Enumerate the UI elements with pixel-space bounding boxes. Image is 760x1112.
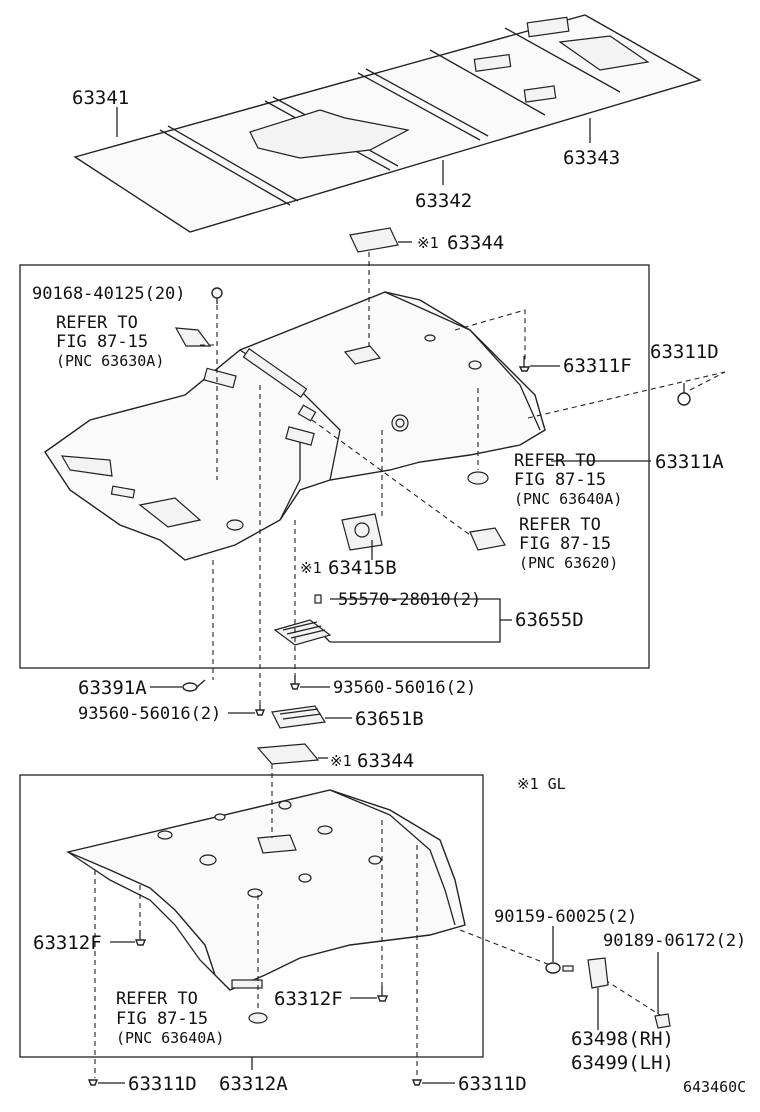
label-90168: 90168-40125(20) (32, 284, 186, 304)
label-ref2-l1: REFER TO (514, 451, 596, 471)
grille-63655D (273, 619, 332, 646)
label-63391A: 63391A (78, 677, 147, 699)
label-63311D-br: 63311D (458, 1073, 527, 1095)
bolt-63312F-mid (376, 986, 389, 1002)
screw-93560-b (254, 705, 266, 716)
label-ref1-l1: REFER TO (56, 313, 138, 333)
headliner-body (44, 291, 546, 561)
rear-headliner-cutout (257, 834, 297, 854)
pad-seam-1 (159, 129, 291, 206)
screw-63311D-bl (87, 1079, 99, 1086)
label-90189: 90189-06172(2) (603, 931, 746, 951)
rear-headliner-body (65, 789, 466, 991)
pad-outline (73, 14, 702, 233)
label-ref4-l2: FIG 87-15 (116, 1009, 208, 1029)
label-63312F-mid: 63312F (274, 988, 343, 1010)
label-63311F: 63311F (563, 355, 632, 377)
screw-93560-a (289, 675, 301, 690)
label-63311D-right: 63311D (650, 341, 719, 363)
label-ref4-l1: REFER TO (116, 989, 198, 1009)
pad-63344-top (349, 227, 399, 253)
label-93560-b: 93560-56016(2) (78, 704, 221, 724)
label-63342: 63342 (415, 190, 472, 212)
label-63344-top: 63344 (447, 232, 504, 254)
clip-63640A-lower (248, 1012, 268, 1024)
label-gl-note: ※1 GL (517, 775, 566, 793)
bracket-63498 (587, 957, 609, 1030)
label-figure-code: 643460C (683, 1078, 746, 1096)
label-63343: 63343 (563, 147, 620, 169)
pad-63344-mid (256, 743, 320, 765)
headliner-visor-left (60, 455, 113, 477)
label-63499: 63499(LH) (571, 1052, 674, 1074)
pad-cutout-rear (558, 35, 650, 71)
lamp-ref-63630A (174, 327, 212, 347)
label-63498: 63498(RH) (571, 1028, 674, 1050)
label-63344-mid: 63344 (357, 750, 414, 772)
headliner-cutout-center (343, 345, 382, 365)
clip-63391A (182, 679, 206, 692)
label-63311A: 63311A (655, 451, 724, 473)
label-ref1-l2: FIG 87-15 (56, 332, 148, 352)
pad-seam-3 (357, 72, 481, 141)
screw-63311D-br (411, 1079, 423, 1086)
headliner-63311A (44, 291, 546, 561)
headliner-pad-assembly (73, 14, 702, 233)
label-63655D: 63655D (515, 609, 584, 631)
label-ref4-l3: (PNC 63640A) (116, 1029, 224, 1047)
label-63311D-bl: 63311D (128, 1073, 197, 1095)
clip-90168 (211, 287, 223, 299)
lamp-ref-63620 (469, 527, 506, 551)
headliner-visor-right (138, 497, 202, 528)
label-ref3-l1: REFER TO (519, 515, 601, 535)
label-mark1-top: ※1 (417, 234, 439, 252)
upper-group-frame (19, 264, 650, 669)
label-ref1-l3: (PNC 63630A) (56, 352, 164, 370)
clip-90159 (545, 926, 561, 974)
pad-cutout-center (249, 109, 410, 159)
label-63341: 63341 (72, 87, 129, 109)
label-90159: 90159-60025(2) (494, 907, 637, 927)
bolt-63312F-left (134, 930, 147, 946)
label-ref3-l2: FIG 87-15 (519, 534, 611, 554)
clip-63640A-upper (467, 471, 489, 485)
screw-63311D-right (677, 383, 691, 406)
speaker-63415B (341, 513, 383, 551)
label-mark1-mid: ※1 (330, 752, 352, 770)
label-ref2-l3: (PNC 63640A) (514, 490, 622, 508)
label-63312F-left: 63312F (33, 932, 102, 954)
bolt-63311F (518, 356, 531, 372)
screw-55570 (314, 594, 322, 604)
label-55570: 55570-28010(2) (338, 590, 481, 610)
clip-90189 (654, 952, 671, 1029)
label-ref2-l2: FIG 87-15 (514, 470, 606, 490)
label-63415B: 63415B (328, 557, 397, 579)
headliner-63312A (65, 789, 466, 991)
label-mark1-63415: ※1 (300, 559, 322, 577)
label-93560-a: 93560-56016(2) (333, 678, 476, 698)
label-63651B: 63651B (355, 708, 424, 730)
label-ref3-l3: (PNC 63620) (519, 554, 618, 572)
label-63312A: 63312A (219, 1073, 288, 1095)
